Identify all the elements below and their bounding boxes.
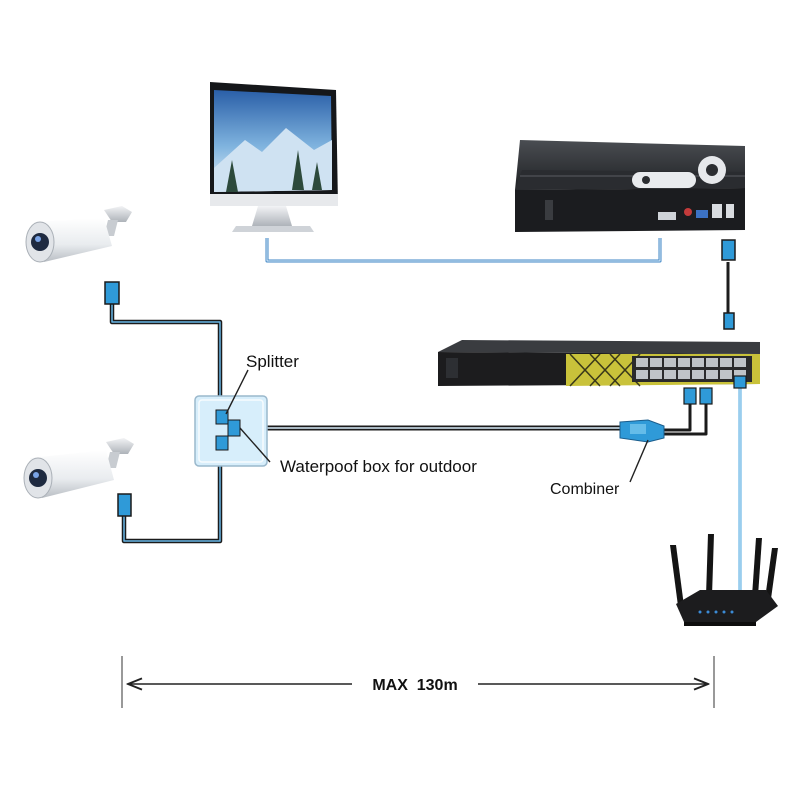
rj45-plug-switch [683,375,747,405]
cable-combiner-switch [664,398,708,436]
poe-switch-icon [438,340,760,387]
cable-monitor-nvr [265,238,662,263]
rj45-plug-nvr [721,239,736,330]
nvr-recorder-icon [515,140,745,232]
waterproof-box-label: Waterpoof box for outdoor [280,457,477,476]
splitter-leader [225,369,249,415]
wifi-router-icon [670,534,778,626]
monitor [210,82,338,232]
poe-switch [438,340,760,387]
splitter-box [194,395,268,467]
combiner-connector-icon [619,419,665,443]
waterproof-box-leader [239,427,271,463]
nvr-recorder [515,140,745,232]
combiner-leader [629,439,649,483]
waterproof-box-icon [194,395,268,467]
distance-label: MAX 130m [372,677,457,694]
camera-2 [23,438,134,499]
bullet-camera-icon [23,438,134,499]
bullet-camera-icon [25,206,132,263]
rj45-plug-camera-1 [104,281,120,305]
camera-1 [25,206,132,263]
combiner [619,419,665,443]
distance-dimension: MAX 130m [121,656,715,708]
splitter-label: Splitter [246,352,299,371]
rj45-plug-camera-2 [117,493,132,517]
callout-lines [225,369,649,483]
combiner-label: Combiner [550,481,620,498]
cable-camera1-splitter [109,304,223,400]
cables [109,238,742,592]
cable-camera2-splitter [121,458,223,544]
router [670,534,778,626]
monitor-icon [210,82,338,232]
